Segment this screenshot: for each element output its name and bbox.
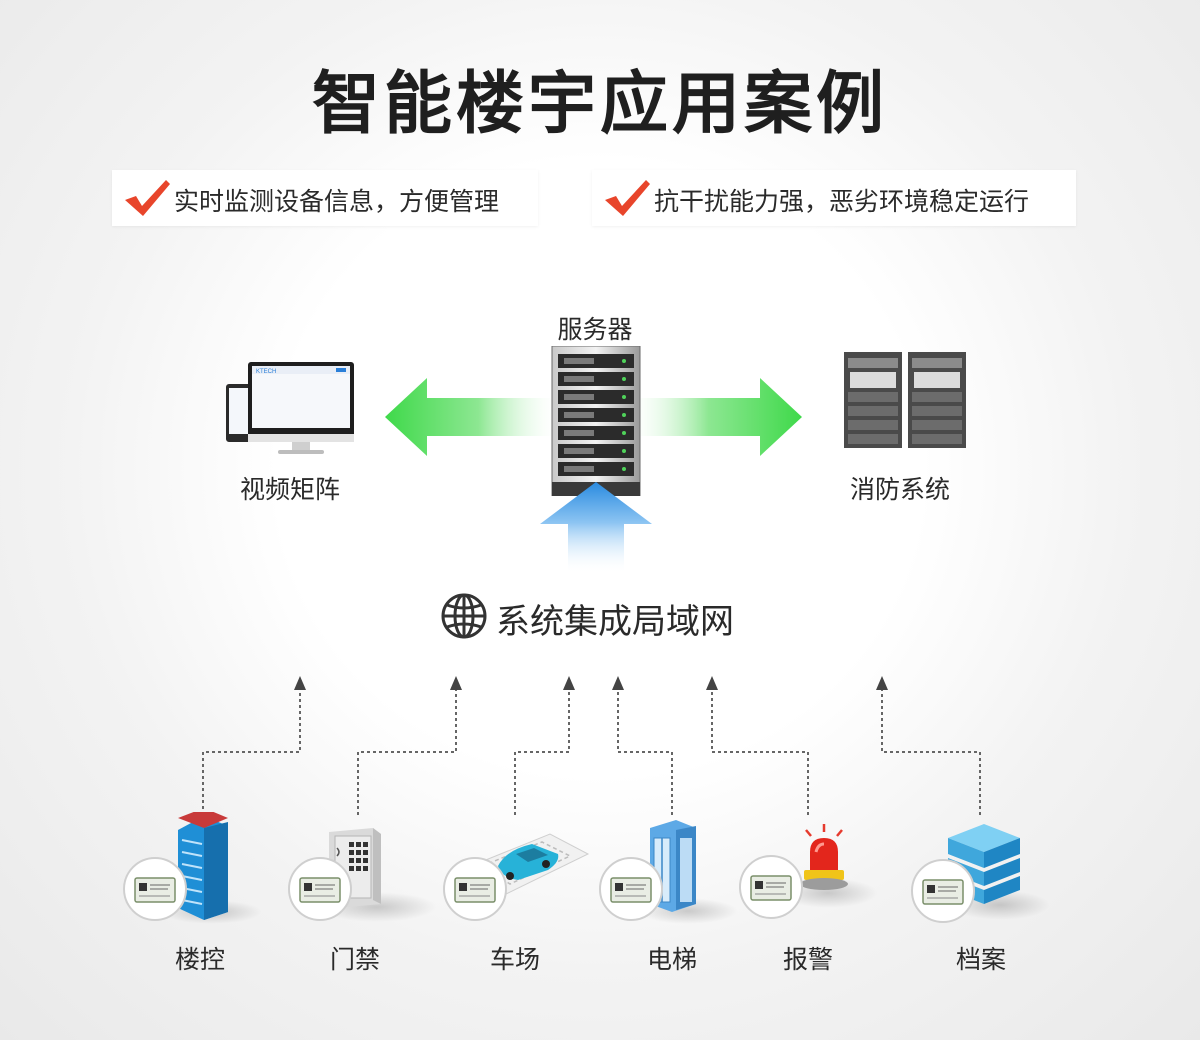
device-archive <box>910 820 1060 935</box>
globe-icon <box>441 593 487 639</box>
feature-text: 实时监测设备信息，方便管理 <box>174 187 500 216</box>
server-cabinet-icon <box>844 352 966 448</box>
page-title: 智能楼宇应用案例 <box>311 65 888 144</box>
arrow-right-icon <box>632 378 802 456</box>
check-icon <box>125 180 170 216</box>
rf-module-icon <box>443 857 507 921</box>
lan-label: 系统集成局域网 <box>496 602 734 642</box>
arrow-up-icon <box>540 482 652 572</box>
check-icon <box>605 180 650 216</box>
monitor-icon: KTECH <box>226 362 354 454</box>
video-matrix-label: 视频矩阵 <box>239 475 340 504</box>
rf-module-icon <box>739 855 803 919</box>
device-label: 报警 <box>782 945 833 974</box>
device-access-control <box>287 820 437 935</box>
device-label: 电梯 <box>646 945 697 974</box>
feature-badge-monitoring: 实时监测设备信息，方便管理 <box>112 170 538 226</box>
rf-module-icon <box>911 859 975 923</box>
server-rack-icon <box>551 346 641 496</box>
office-building-icon <box>178 812 228 920</box>
device-elevator <box>598 816 748 936</box>
feature-badge-anti-interference: 抗干扰能力强，恶劣环境稳定运行 <box>592 170 1076 226</box>
connector-lines <box>202 676 981 815</box>
lan-node: 系统集成局域网 <box>440 588 770 644</box>
device-label: 门禁 <box>329 945 380 974</box>
elevator-icon <box>650 820 696 912</box>
arrow-left-icon <box>385 378 555 456</box>
device-label: 楼控 <box>174 945 225 974</box>
device-alarm <box>738 822 888 932</box>
screen-logo: KTECH <box>256 369 276 375</box>
device-label: 档案 <box>955 945 1006 974</box>
device-building-control <box>122 812 272 937</box>
rf-module-icon <box>599 857 663 921</box>
rf-module-icon <box>288 857 352 921</box>
device-parking <box>442 828 592 928</box>
device-label: 车场 <box>489 945 540 974</box>
feature-text: 抗干扰能力强，恶劣环境稳定运行 <box>654 187 1030 216</box>
rf-module-icon <box>123 857 187 921</box>
server-label: 服务器 <box>557 315 633 344</box>
alarm-light-icon <box>800 824 848 890</box>
fire-system-label: 消防系统 <box>849 475 950 504</box>
